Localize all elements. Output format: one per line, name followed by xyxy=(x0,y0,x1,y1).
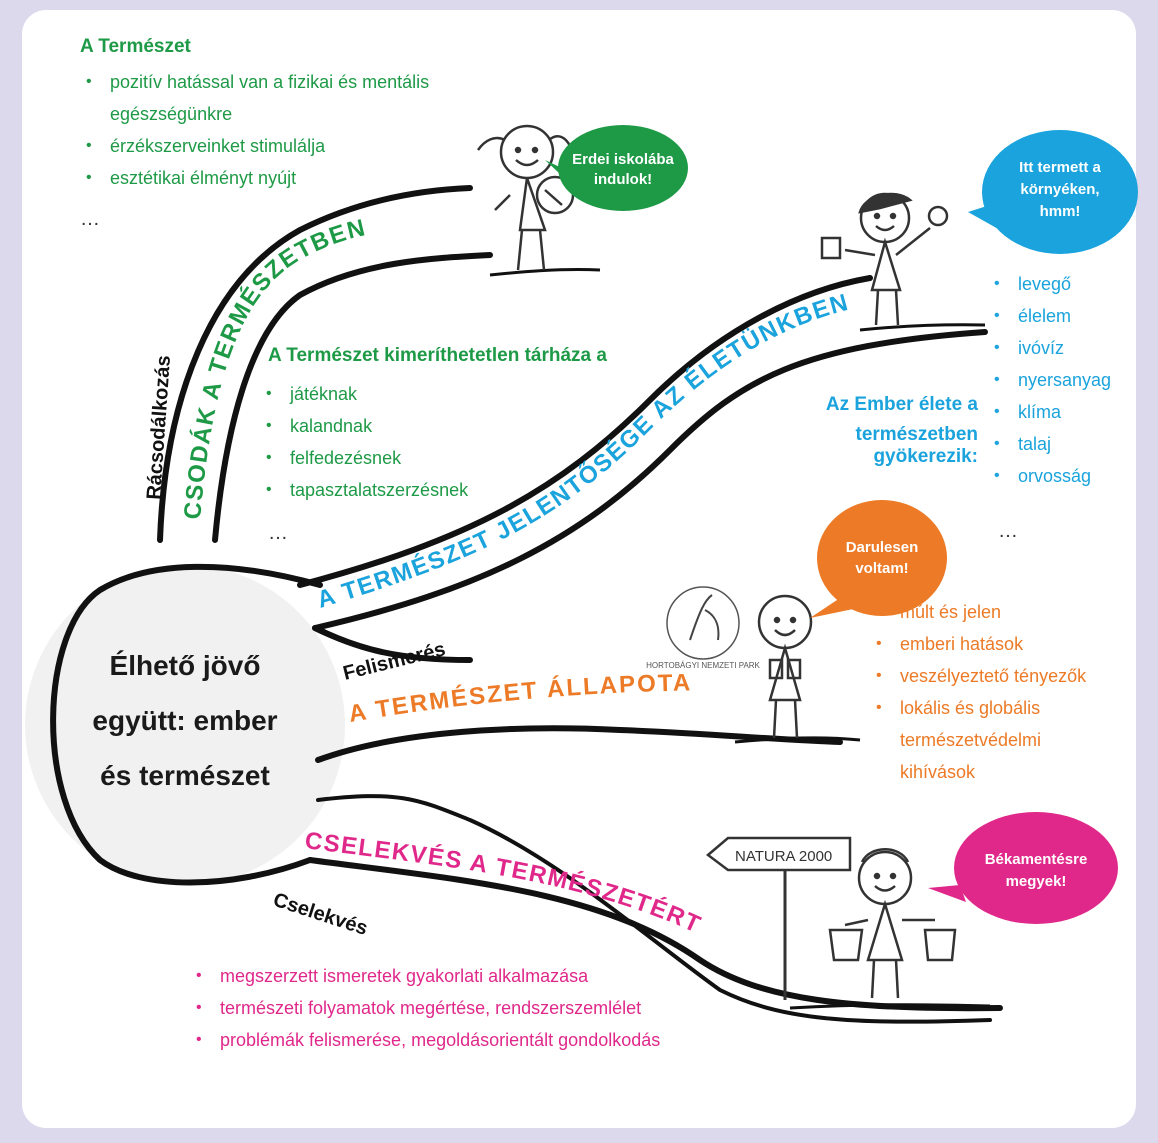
branch-label-state: A TERMÉSZET ÁLLAPOTA xyxy=(347,669,693,728)
list-item: nyersanyag xyxy=(990,364,1150,396)
svg-text:megyek!: megyek! xyxy=(1006,873,1067,890)
speech-bubble-local: Itt termett a környéken, hmm! xyxy=(968,130,1138,254)
treasury-list: játéknak kalandnak felfedezésnek tapaszt… xyxy=(262,378,562,506)
child-apple-boy-illustration xyxy=(820,192,949,326)
treasury-block-title: A Természet kimeríthetetlen tárháza a xyxy=(268,345,607,366)
center-title: Élhető jövő együtt: ember és természet xyxy=(50,638,320,803)
child-bucket-illustration xyxy=(828,848,957,999)
list-item: emberi hatások xyxy=(872,628,1122,660)
park-logo-icon xyxy=(666,586,740,660)
svg-text:indulok!: indulok! xyxy=(594,171,652,188)
list-item: megszerzett ismeretek gyakorlati alkalma… xyxy=(192,960,812,992)
list-item: érzékszerveinket stimulálja xyxy=(82,130,502,162)
list-item: veszélyeztető tényezők xyxy=(872,660,1122,692)
action-list: megszerzett ismeretek gyakorlati alkalma… xyxy=(192,960,812,1056)
ground-lines xyxy=(489,267,991,1010)
list-item: múlt és jelen xyxy=(872,596,1122,628)
roots-list: levegő élelem ivóvíz nyersanyag klíma ta… xyxy=(990,268,1150,492)
list-item: problémák felismerése, megoldásorientált… xyxy=(192,1024,812,1056)
list-item: kalandnak xyxy=(262,410,562,442)
list-item: talaj xyxy=(990,428,1150,460)
speech-bubble-frog: Békamentésre megyek! xyxy=(928,812,1118,924)
svg-text:Békamentésre: Békamentésre xyxy=(985,851,1088,868)
side-label-wonder: Rácsodálkozás xyxy=(143,355,175,501)
svg-text:Erdei iskolába: Erdei iskolába xyxy=(572,151,674,168)
list-item: pozitív hatással van a fizikai és mentál… xyxy=(82,66,502,130)
center-title-line-1: Élhető jövő xyxy=(109,650,261,681)
list-item: klíma xyxy=(990,396,1150,428)
nature-list: pozitív hatással van a fizikai és mentál… xyxy=(82,66,502,194)
roots-title-line-1: Az Ember élete a xyxy=(825,394,978,415)
center-title-line-3: és természet xyxy=(100,760,270,791)
treasury-ellipsis: … xyxy=(268,522,291,544)
center-title-line-2: együtt: ember xyxy=(92,705,278,736)
speech-bubble-school: Erdei iskolába indulok! xyxy=(545,125,688,211)
speech-bubble-crane: Darulesen voltam! xyxy=(810,500,947,618)
state-list: múlt és jelen emberi hatások veszélyezte… xyxy=(872,596,1122,788)
roots-title-line-2: természetben gyökerezik: xyxy=(855,424,979,467)
svg-text:Itt termett a: Itt termett a xyxy=(1019,159,1101,176)
list-item: felfedezésnek xyxy=(262,442,562,474)
list-item: ivóvíz xyxy=(990,332,1150,364)
svg-text:Darulesen: Darulesen xyxy=(846,539,919,556)
natura-signpost-text: NATURA 2000 xyxy=(735,848,832,865)
svg-text:voltam!: voltam! xyxy=(855,560,908,577)
child-binoculars-illustration xyxy=(757,594,813,739)
list-item: esztétikai élményt nyújt xyxy=(82,162,502,194)
list-item: élelem xyxy=(990,300,1150,332)
svg-text:környéken,: környéken, xyxy=(1020,181,1099,198)
list-item: levegő xyxy=(990,268,1150,300)
list-item: tapasztalatszerzésnek xyxy=(262,474,562,506)
list-item: természeti folyamatok megértése, rendsze… xyxy=(192,992,812,1024)
roots-ellipsis: … xyxy=(998,520,1021,542)
svg-text:hmm!: hmm! xyxy=(1040,203,1081,220)
globe-icon xyxy=(25,565,345,885)
nature-block-title: A Természet xyxy=(80,36,191,57)
nature-ellipsis: … xyxy=(80,208,103,230)
list-item: orvosság xyxy=(990,460,1150,492)
list-item: lokális és globális természetvédelmi kih… xyxy=(872,692,1050,788)
list-item: játéknak xyxy=(262,378,562,410)
side-label-action: Cselekvés xyxy=(270,889,370,940)
park-logo-text: HORTOBÁGYI NEMZETI PARK xyxy=(646,661,760,670)
